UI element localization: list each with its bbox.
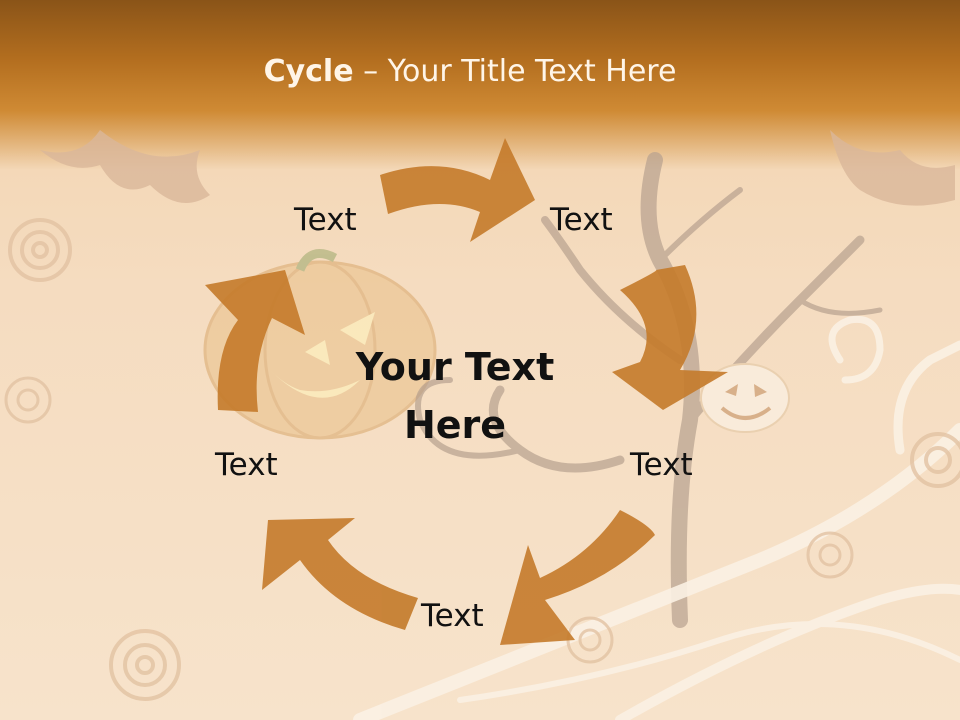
title-rest: – Your Title Text Here — [353, 54, 677, 89]
cycle-arrow-5 — [205, 270, 305, 412]
cycle-label-top-left: Text — [294, 202, 357, 238]
bat-right-icon — [830, 130, 955, 206]
cycle-arrow-1 — [380, 138, 535, 242]
header-band — [0, 0, 960, 170]
cycle-label-top-right: Text — [550, 202, 613, 238]
cycle-arrow-3 — [500, 510, 655, 645]
bat-left-icon — [40, 130, 210, 203]
cycle-label-right: Text — [630, 447, 693, 483]
slide-title: Cycle – Your Title Text Here — [0, 54, 940, 89]
pumpkin-right-icon — [700, 363, 790, 433]
title-bold: Cycle — [263, 54, 354, 89]
swirl-decoration — [353, 315, 960, 720]
center-text: Your Text Here — [355, 345, 555, 447]
cycle-arrow-4 — [262, 518, 418, 630]
cycle-label-bottom: Text — [421, 598, 484, 634]
cycle-arrow-2 — [612, 265, 728, 410]
cycle-label-left: Text — [215, 447, 278, 483]
